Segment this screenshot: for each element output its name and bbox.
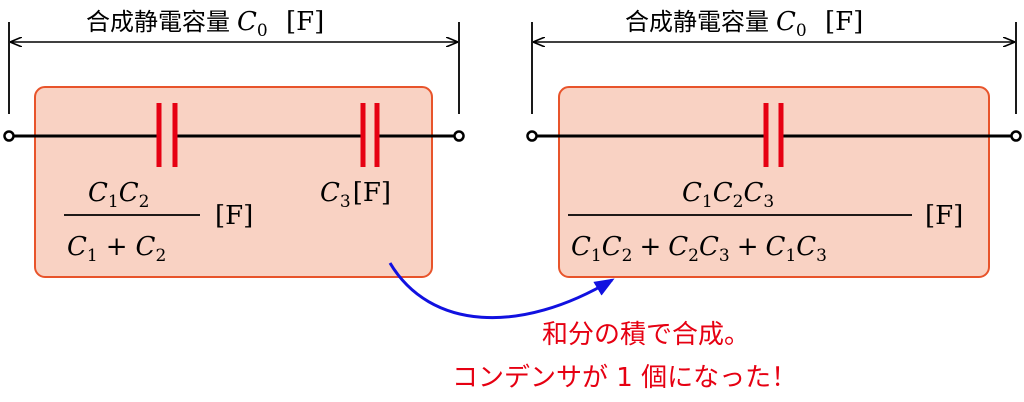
left-fraction-unit: [F] <box>215 201 253 231</box>
right-circuit: 合成静電容量 C0 [F] C1C2C3 C1C2+C2C3+C1C3 [F] <box>526 7 1022 278</box>
capacitor-combined <box>763 103 784 167</box>
left-terminal-b <box>453 130 465 142</box>
left-header-unit: [F] <box>286 7 324 37</box>
caption-line-2: コンデンサが 1 個になった！ <box>452 363 797 393</box>
left-circuit: 合成静電容量 C0 [F] C1C2 C1+C2 [F] <box>3 7 465 278</box>
transition-arrow <box>388 262 615 320</box>
left-fraction: C1C2 C1+C2 [F] <box>64 178 253 266</box>
left-header-prefix: 合成静電容量 <box>86 8 230 36</box>
left-fraction-numerator: C1C2 <box>88 178 149 212</box>
right-header-symbol: C0 <box>776 7 807 41</box>
capacitor-c1c2 <box>156 103 178 167</box>
right-header-unit: [F] <box>825 7 863 37</box>
right-terminal-b <box>1010 130 1022 142</box>
left-header-symbol: C0 <box>237 7 268 41</box>
right-fraction-unit: [F] <box>925 201 963 231</box>
caption-line-1: 和分の積で合成。 <box>542 320 750 350</box>
left-fraction-denominator: C1+C2 <box>67 232 166 266</box>
c3-label: C3[F] <box>320 178 391 212</box>
right-fraction-denominator: C1C2+C2C3+C1C3 <box>571 232 827 266</box>
right-fraction: C1C2C3 C1C2+C2C3+C1C3 [F] <box>568 178 963 266</box>
left-terminal-a <box>3 130 15 142</box>
capacitor-c3 <box>360 103 380 167</box>
right-fraction-numerator: C1C2C3 <box>682 178 774 212</box>
right-header-prefix: 合成静電容量 <box>625 8 769 36</box>
right-terminal-a <box>526 130 538 142</box>
